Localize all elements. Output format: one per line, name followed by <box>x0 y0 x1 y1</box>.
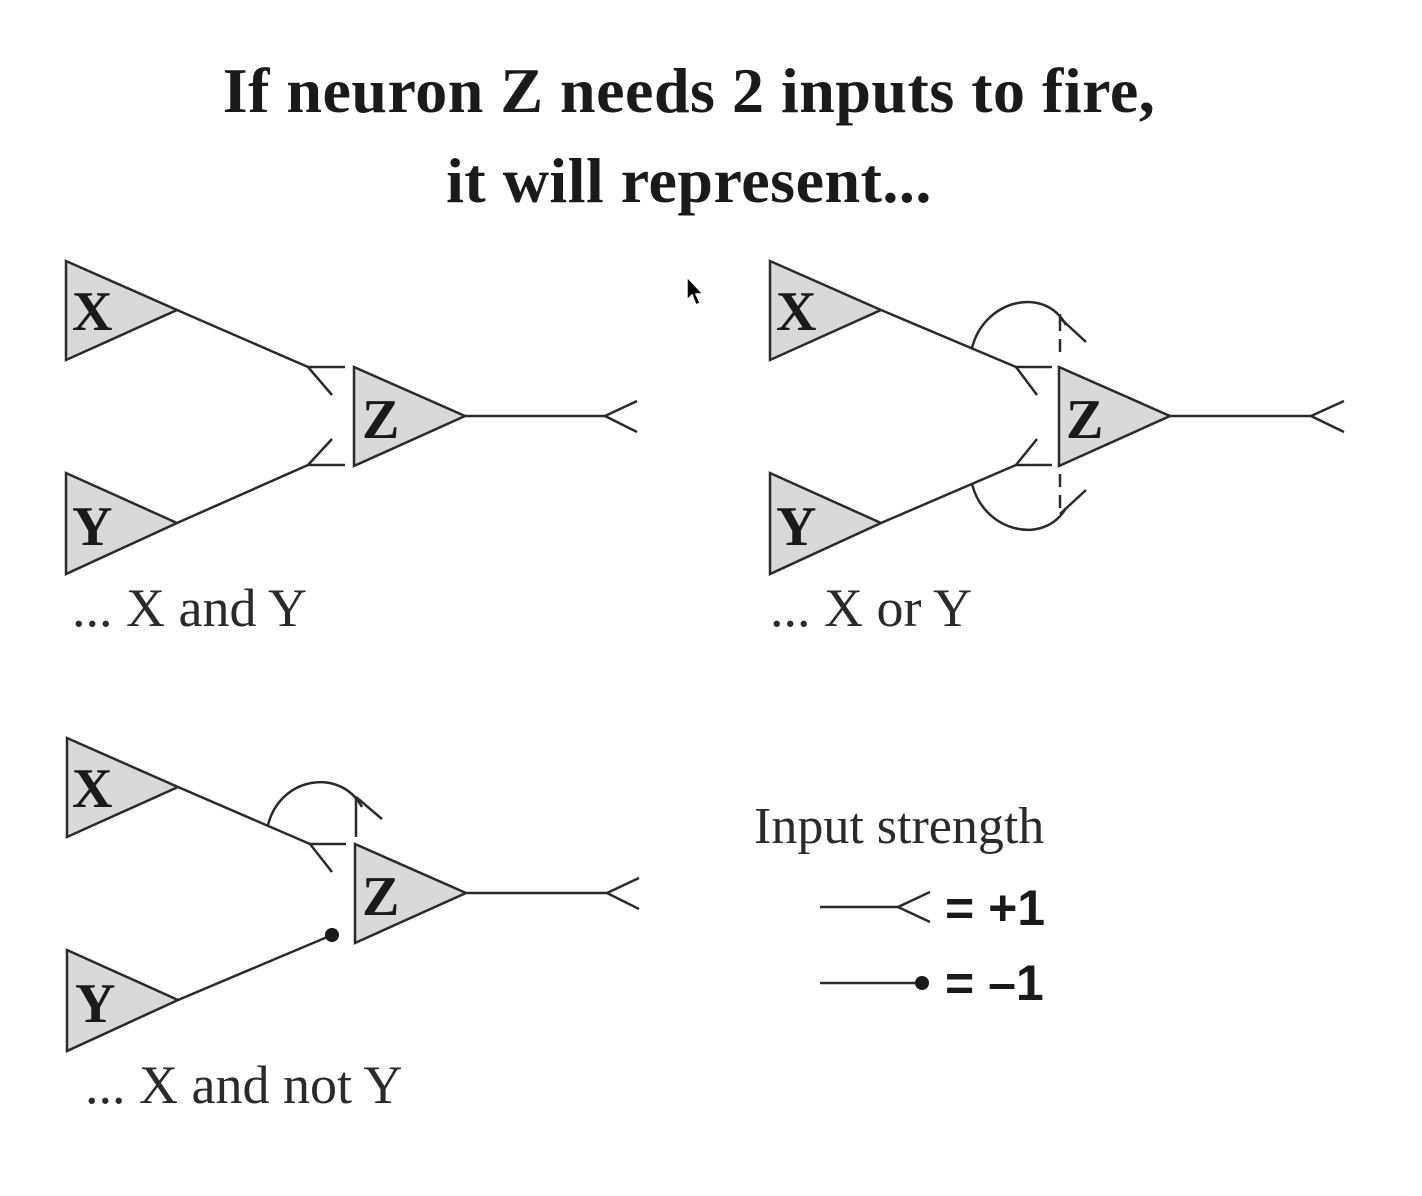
synapse-y-z-inhibitory <box>177 928 339 1002</box>
synapse-y-z-excitatory <box>176 438 345 525</box>
synapse-x-z-branch-excitatory <box>266 781 383 837</box>
neuron-x <box>64 259 181 362</box>
neuron-y <box>768 471 885 576</box>
legend-item-excitatory: = +1 <box>820 880 1045 936</box>
excitatory-fork-icon <box>820 890 931 924</box>
neuron-x <box>768 259 885 362</box>
mouse-cursor-icon <box>686 276 705 307</box>
caption-or: ... X or Y <box>770 578 972 638</box>
legend: Input strength = +1 = –1 <box>754 798 1045 1011</box>
caption-and: ... X and Y <box>72 578 307 638</box>
legend-title: Input strength <box>754 798 1044 855</box>
neuron-x-label: X <box>72 758 112 820</box>
neuron-x-label: X <box>776 281 816 343</box>
caption-and-not: ... X and not Y <box>85 1055 402 1115</box>
synapse-x-z-excitatory <box>177 785 346 873</box>
panel-and: X Y Z ... X and Y <box>64 259 638 638</box>
neuron-x <box>65 736 182 839</box>
title-line-2: it will represent... <box>446 145 932 216</box>
neuron-z <box>1057 365 1174 468</box>
neuron-z-label: Z <box>362 866 399 928</box>
synapse-y-z-branch-excitatory <box>970 474 1087 532</box>
panel-and-not: X Y Z ... X and not Y <box>65 736 640 1115</box>
neuron-y-label: Y <box>75 973 115 1035</box>
diagram-title: If neuron Z needs 2 inputs to fire, it w… <box>0 46 1378 226</box>
output-axon <box>465 399 638 434</box>
title-line-1: If neuron Z needs 2 inputs to fire, <box>222 55 1156 126</box>
legend-item-inhibitory: = –1 <box>820 955 1044 1011</box>
synapse-x-z-excitatory <box>176 308 345 396</box>
synapse-x-z-excitatory <box>880 308 1052 396</box>
output-axon <box>1170 399 1345 434</box>
neuron-z-label: Z <box>362 389 399 451</box>
neuron-y <box>65 948 182 1053</box>
synapse-x-z-branch-excitatory <box>970 300 1087 360</box>
neuron-y-label: Y <box>776 496 816 558</box>
neuron-z-label: Z <box>1066 389 1103 451</box>
inhibitory-dot-icon <box>820 976 929 990</box>
neuron-y <box>64 471 181 576</box>
output-axon <box>466 876 640 911</box>
neuron-z <box>352 365 469 468</box>
neuron-z <box>353 842 470 945</box>
legend-label-plus-one: = +1 <box>945 880 1045 936</box>
panel-or: X Y Z <box>768 259 1345 638</box>
neuron-x-label: X <box>72 281 112 343</box>
synapse-y-z-excitatory <box>880 438 1052 525</box>
inhibitory-dot-icon <box>325 928 339 942</box>
neuron-y-label: Y <box>72 496 112 558</box>
legend-label-minus-one: = –1 <box>945 955 1044 1011</box>
